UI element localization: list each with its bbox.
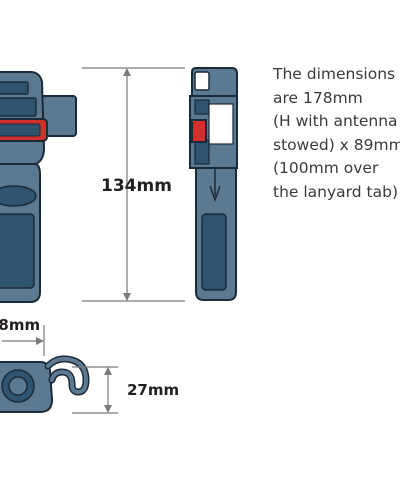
description-line: (100mm over (273, 159, 379, 177)
side-view (189, 67, 238, 301)
side-panel (201, 213, 227, 291)
logo-badge (0, 185, 37, 207)
description-line: the lanyard tab) (273, 182, 398, 201)
description-line: stowed) x 89mm (273, 135, 400, 154)
dimensions-description: The dimensions are 178mm (H with antenna… (273, 63, 400, 204)
description-line: (H with antenna (273, 112, 398, 130)
description-line: The dimensions (273, 65, 396, 83)
front-panel (0, 213, 35, 289)
dimension-lines (2, 67, 185, 414)
front-view (0, 71, 77, 303)
description-line: are 178mm (273, 88, 363, 107)
width-dimension-label: 38mm (0, 316, 41, 334)
side-red-tab (191, 119, 207, 143)
depth-dimension-label: 27mm (127, 381, 180, 399)
bottom-view (0, 355, 90, 413)
height-dimension-label: 134mm (101, 176, 172, 196)
